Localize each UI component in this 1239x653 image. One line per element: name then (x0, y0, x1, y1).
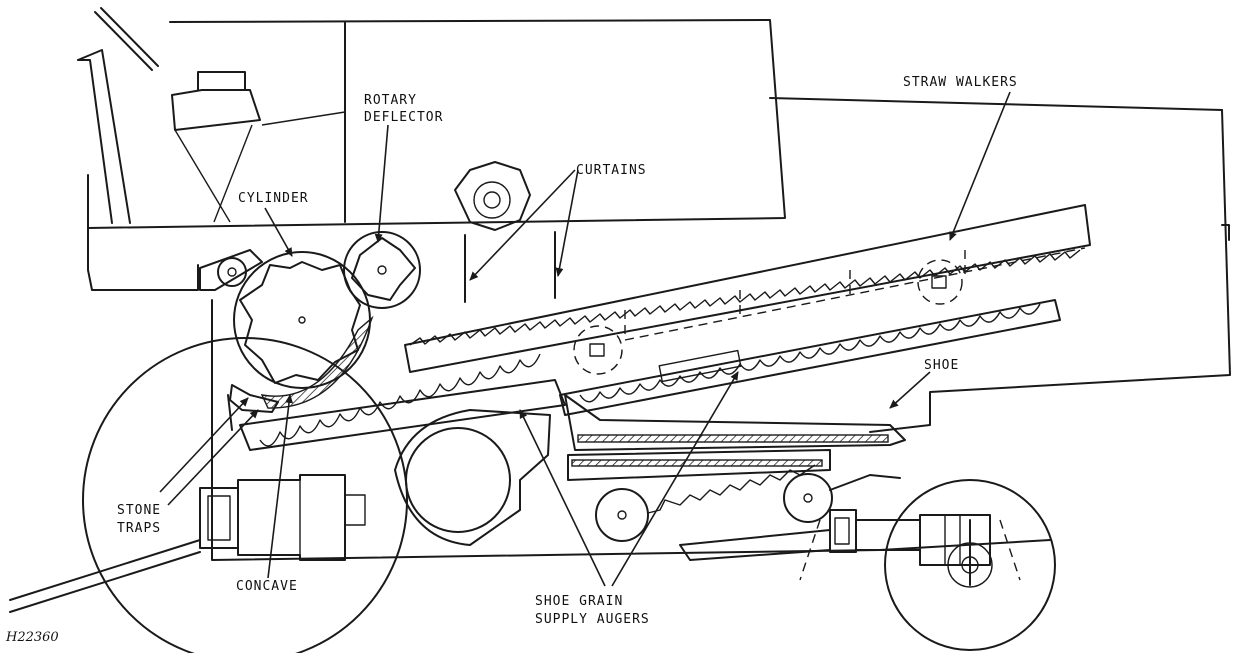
cleaning-fan (394, 409, 551, 546)
steering-wheel (77, 7, 159, 224)
lower-shoe-auger (239, 353, 566, 451)
rear-wheel (82, 337, 408, 653)
cylinder (233, 251, 371, 389)
rotary-deflector (343, 231, 421, 309)
straw-walkers (404, 204, 1091, 375)
shoe-pulleys (595, 473, 901, 542)
leader-arrows (159, 91, 1011, 587)
figure-id: H22360 (6, 630, 59, 645)
label-shoe-grain-supply-augers-line2: SUPPLY AUGERS (535, 612, 650, 627)
stone-trap (227, 384, 279, 431)
operator-platform (87, 227, 199, 291)
upper-shoe-auger (559, 299, 1061, 416)
front-axle-assembly (679, 509, 1021, 581)
label-cylinder: CYLINDER (238, 191, 309, 206)
curtains (464, 231, 556, 303)
label-stone-traps-line2: TRAPS (117, 521, 162, 536)
label-shoe-grain-supply-augers-line1: SHOE GRAIN (535, 594, 624, 609)
feeder-pulley (199, 249, 263, 291)
concave (260, 315, 374, 409)
label-rotary-deflector-line1: ROTARY (364, 93, 417, 108)
label-concave: CONCAVE (236, 579, 298, 594)
drawbar (9, 539, 201, 613)
separator-housing (211, 109, 1231, 561)
drive-sprocket (454, 161, 531, 231)
label-shoe: SHOE (924, 358, 960, 373)
shoe-sieves (564, 394, 906, 516)
engine-block (199, 474, 366, 561)
label-straw-walkers: STRAW WALKERS (903, 75, 1018, 90)
label-stone-traps-line1: STONE (117, 503, 162, 518)
label-rotary-deflector-line2: DEFLECTOR (364, 110, 444, 125)
operator-seat (171, 71, 346, 223)
grain-tank-body (87, 19, 1223, 229)
label-curtains: CURTAINS (576, 163, 647, 178)
